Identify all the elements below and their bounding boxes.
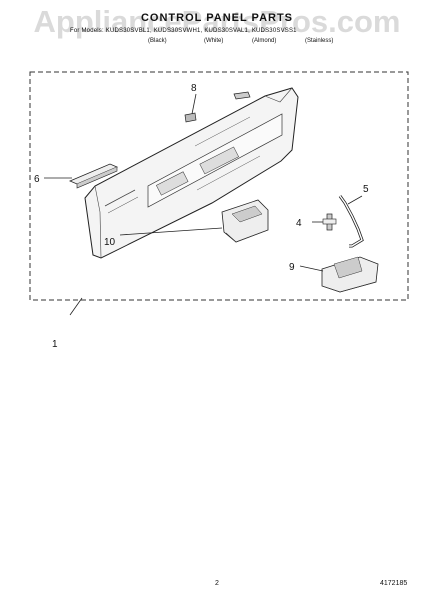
variant-almond: (Almond)	[252, 38, 277, 44]
variant-black: (Black)	[148, 38, 167, 44]
document-number: 4172185	[380, 580, 408, 587]
callout-1: 1	[52, 339, 58, 350]
lever-part	[322, 213, 337, 231]
variant-stainless: (Stainless)	[305, 38, 334, 44]
control-panel-part	[84, 87, 299, 259]
callout-10: 10	[104, 237, 116, 248]
callout-5: 5	[363, 184, 369, 195]
assembly-boundary	[29, 71, 409, 301]
handle-insert-part	[68, 163, 119, 189]
bracket-part	[221, 199, 269, 243]
page-number: 2	[215, 580, 219, 587]
callout-4: 4	[296, 218, 302, 229]
page-title: CONTROL PANEL PARTS	[140, 12, 294, 24]
callout-6: 6	[34, 174, 40, 185]
rod-part	[338, 195, 364, 248]
callout-9: 9	[289, 262, 295, 273]
variant-white: (White)	[204, 38, 224, 44]
leader-lines	[44, 93, 363, 316]
model-list: For Models: KUDS30SVBL1, KUDS30SVWH1, KU…	[70, 28, 297, 34]
screw-part	[184, 91, 251, 123]
switch-housing-part	[321, 256, 379, 293]
callout-8: 8	[191, 83, 197, 94]
